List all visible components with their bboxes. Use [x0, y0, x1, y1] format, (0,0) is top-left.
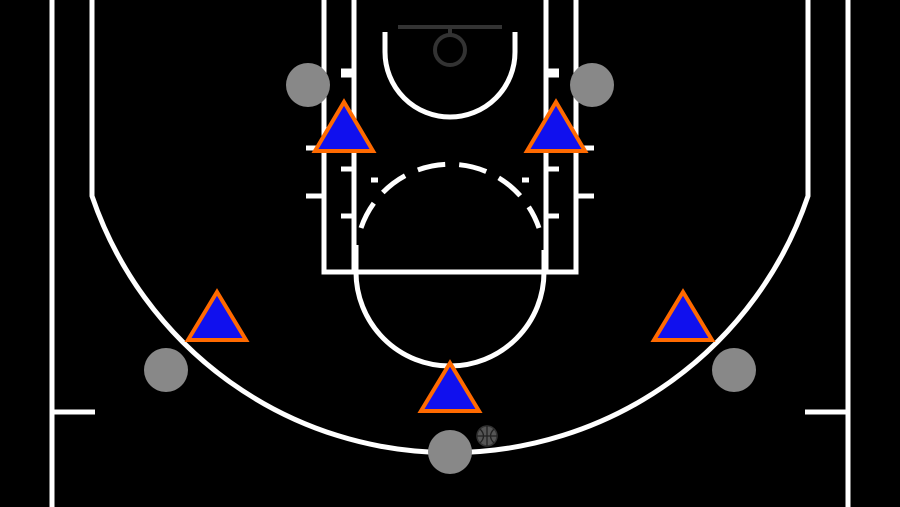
offense-player-left-corner[interactable] — [144, 348, 188, 392]
basketball-icon[interactable] — [476, 425, 498, 447]
ball-seams — [477, 426, 497, 446]
basket — [398, 25, 502, 67]
defense-player-left-wing[interactable] — [184, 288, 250, 342]
defense-player-top[interactable] — [417, 359, 483, 413]
offense-player-point[interactable] — [428, 430, 472, 474]
offense-player-left-wing[interactable] — [286, 63, 330, 107]
restricted-area-arc — [382, 32, 518, 120]
offense-player-right-wing[interactable] — [570, 63, 614, 107]
offense-player-right-corner[interactable] — [712, 348, 756, 392]
defense-player-right-high[interactable] — [523, 98, 589, 153]
defense-player-right-wing[interactable] — [650, 288, 716, 342]
defense-players — [184, 98, 716, 413]
defense-player-left-high[interactable] — [311, 98, 377, 153]
rim — [433, 33, 467, 67]
offense-players — [144, 63, 756, 474]
